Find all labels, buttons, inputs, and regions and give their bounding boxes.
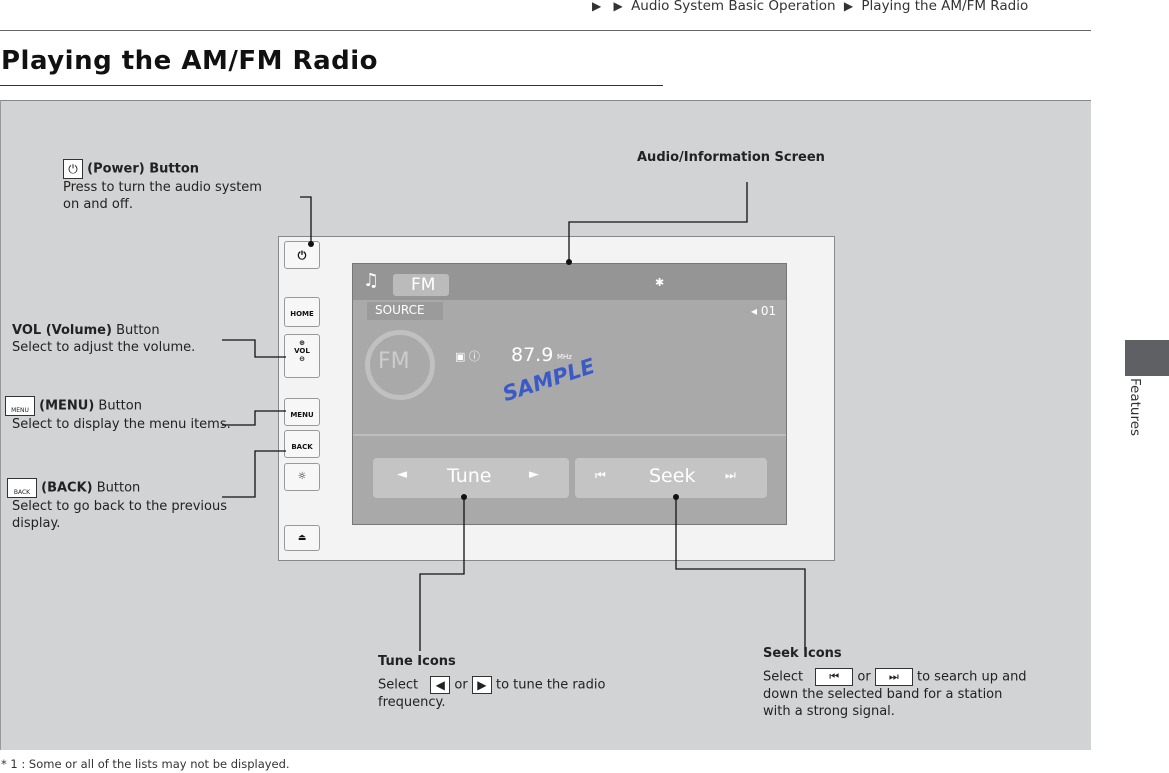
breadcrumb-item[interactable]: Playing the AM/FM Radio [861,0,1029,14]
back-callout: BACK (BACK) Button Select to go back to … [7,478,227,532]
screen-callout: Audio/Information Screen [637,150,825,165]
power-button[interactable]: ⏻ [284,241,320,269]
fm-logo-icon: FM [365,330,435,400]
source-button[interactable]: SOURCE [367,302,443,320]
breadcrumb-arrow-icon: ▶ [592,0,602,13]
menu-icon: MENU [5,396,35,416]
home-button[interactable]: HOME [284,297,320,327]
breadcrumb-arrow-icon: ▶ [613,0,623,13]
seek-forward-icon: ⏭ [874,668,913,686]
brightness-button[interactable]: ☼ [284,463,320,491]
page-title: Playing the AM/FM Radio [1,46,378,76]
screen-divider [353,434,786,436]
frequency-display: 87.9 [511,344,554,366]
breadcrumb: ▶ ▶ Audio System Basic Operation ▶ Playi… [588,0,1028,14]
tune-callout: Tune Icons Select ◀ or ▶ to tune the rad… [378,654,606,710]
footnote: * 1 : Some or all of the lists may not b… [1,757,290,771]
breadcrumb-item[interactable]: Audio System Basic Operation [631,0,836,14]
music-note-icon: ♫ [363,270,380,291]
volume-callout: VOL (Volume) Button Select to adjust the… [12,323,196,355]
seek-callout: Seek Icons Select ⏮ or ⏭ to search up an… [763,646,1027,719]
band-icon: ▣ ⓘ [455,350,480,363]
breadcrumb-arrow-icon: ▶ [843,0,854,13]
bluetooth-icon: ✱ [655,276,665,289]
volume-button[interactable]: ⊕VOL⊖ [284,334,320,378]
tune-up-icon[interactable]: ► [529,467,539,482]
menu-button[interactable]: MENU [284,398,320,426]
power-icon: ⏻ [63,159,83,179]
tune-left-icon: ◀ [430,676,451,694]
back-button[interactable]: BACK [284,430,320,458]
frequency-unit: MHz [557,353,572,361]
seek-up-icon[interactable]: ⏭ [725,468,736,482]
title-underline [0,85,663,86]
menu-callout: MENU (MENU) Button Select to display the… [5,396,231,433]
seek-down-icon[interactable]: ⏮ [595,468,606,482]
fm-tab[interactable]: FM [393,274,449,296]
power-callout: ⏻ (Power) Button Press to turn the audio… [63,159,262,213]
header-divider [0,30,1091,31]
hardware-button-column: ⏻ HOME ⊕VOL⊖ MENU BACK ☼ ⏏ [284,241,320,551]
preset-number: ◂ 01 [751,304,777,318]
audio-screen: ♫ FM ✱ SOURCE ◂ 01 FM ▣ ⓘ 87.9 MHz SAMPL… [352,263,787,525]
seek-bar: ⏮ Seek ⏭ [575,458,767,498]
seek-back-icon: ⏮ [815,668,854,686]
tune-right-icon: ▶ [471,676,492,694]
side-tab[interactable] [1125,340,1169,376]
tune-down-icon[interactable]: ◄ [397,467,407,482]
eject-button[interactable]: ⏏ [284,525,320,551]
tune-bar: ◄ Tune ► [373,458,569,498]
back-icon: BACK [7,478,37,498]
